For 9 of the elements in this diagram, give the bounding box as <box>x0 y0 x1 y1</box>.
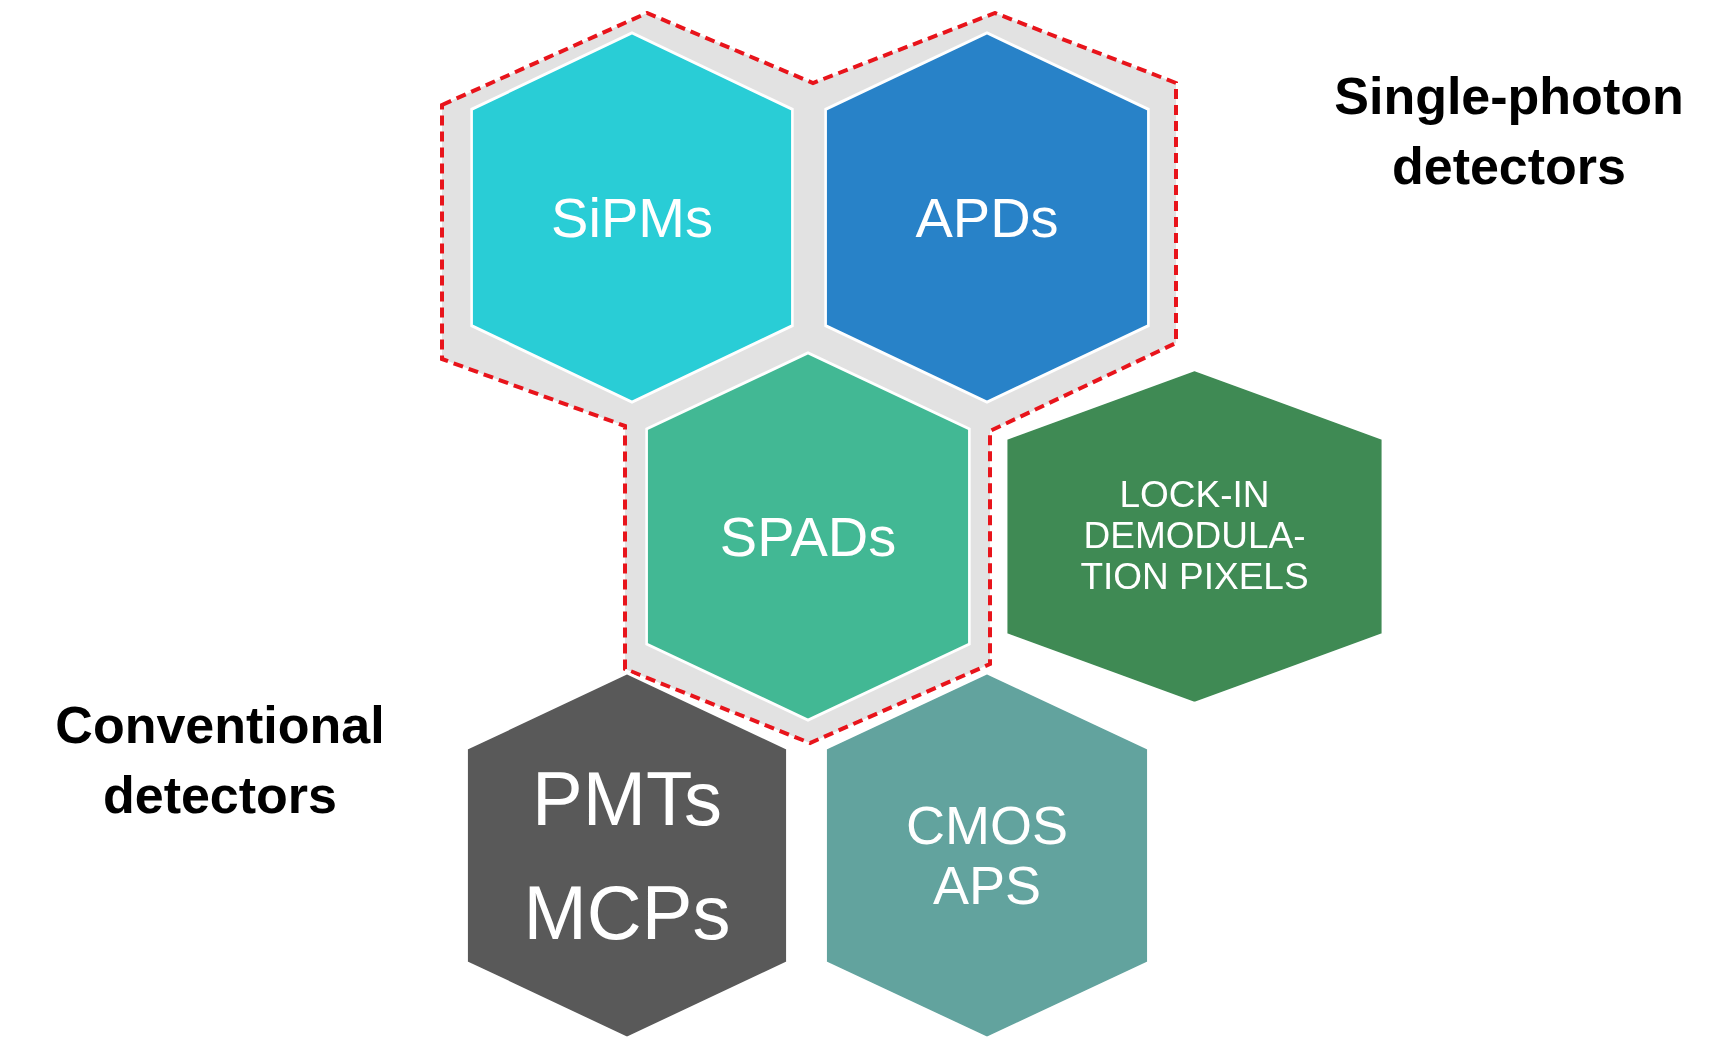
tile-label: MCPs <box>523 870 731 955</box>
tile-label: CMOS APS <box>905 796 1069 915</box>
tile-label: SPADs <box>719 505 897 568</box>
tile-label: LOCK-IN DEMODULA- TION PIXELS <box>1079 475 1310 598</box>
tile-label: SiPMs <box>551 186 713 249</box>
group-heading: Single-photon detectors <box>1333 66 1685 198</box>
tile-label: PMTs <box>532 756 722 841</box>
category-heading: Conventional detectors <box>54 695 386 827</box>
tile-label: APDs <box>915 186 1059 249</box>
